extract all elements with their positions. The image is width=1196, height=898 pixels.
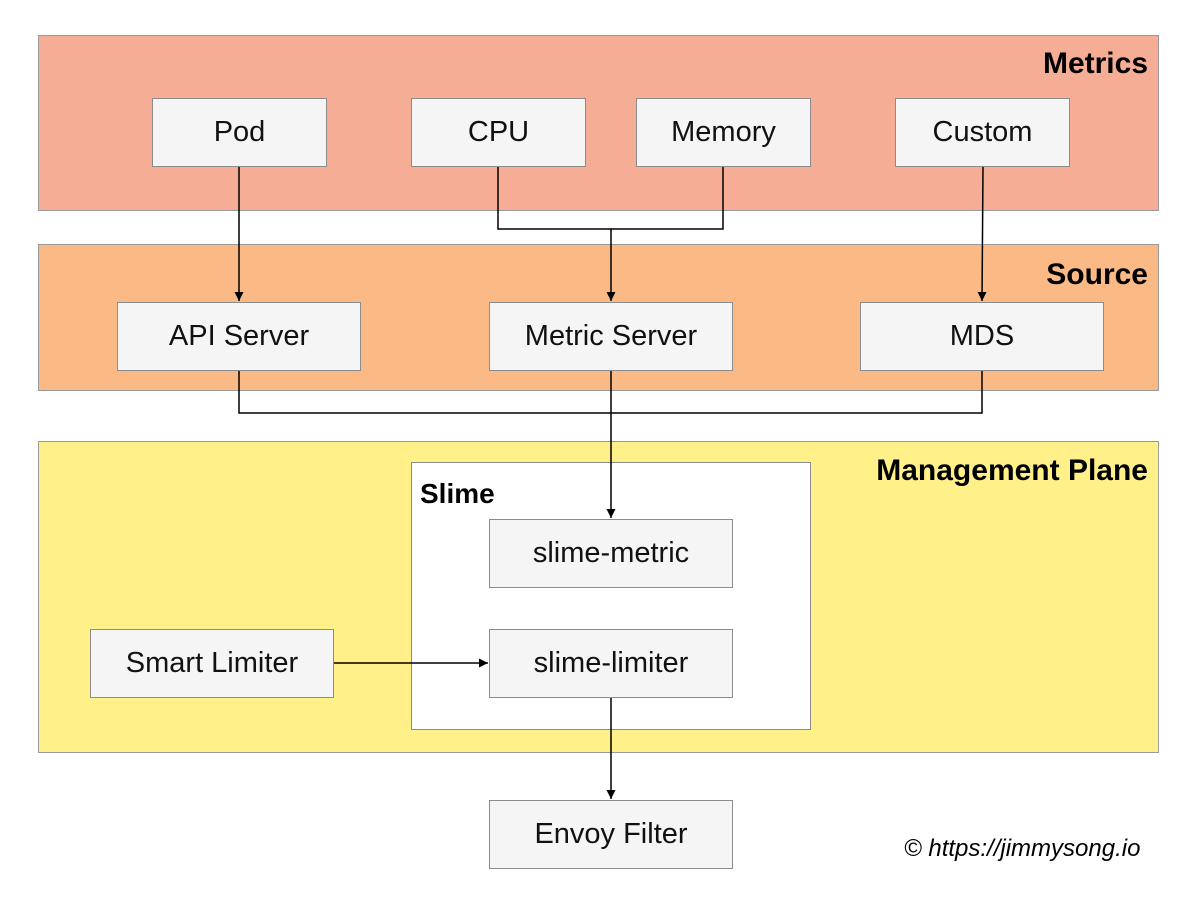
memory-node[interactable]: Memory [636, 98, 811, 167]
custom-node[interactable]: Custom [895, 98, 1070, 167]
pod-node[interactable]: Pod [152, 98, 327, 167]
edge-custom-to-mds [977, 166, 987, 302]
api-server-node[interactable]: API Server [117, 302, 361, 371]
cpu-node[interactable]: CPU [411, 98, 586, 167]
edge-cpu-to-metric-server [497, 167, 616, 301]
mds-node[interactable]: MDS [860, 302, 1104, 371]
metrics-layer-title: Metrics [1042, 47, 1148, 80]
edge-api-server-to-slime-metric [238, 371, 611, 414]
envoy-filter-node[interactable]: Envoy Filter [489, 800, 733, 869]
copyright-text: © https://jimmysong.io [904, 835, 1141, 862]
slime-metric-node[interactable]: slime-metric [489, 519, 733, 588]
slime-group-title: Slime [420, 478, 495, 509]
slime-limiter-node[interactable]: slime-limiter [489, 629, 733, 698]
metric-server-node[interactable]: Metric Server [489, 302, 733, 371]
management-plane-layer-title: Management Plane [876, 454, 1148, 487]
source-layer-title: Source [1046, 258, 1148, 291]
edge-memory-to-metric-server [611, 167, 724, 230]
edge-mds-to-slime-metric [611, 371, 983, 414]
smart-limiter-node[interactable]: Smart Limiter [90, 629, 334, 698]
